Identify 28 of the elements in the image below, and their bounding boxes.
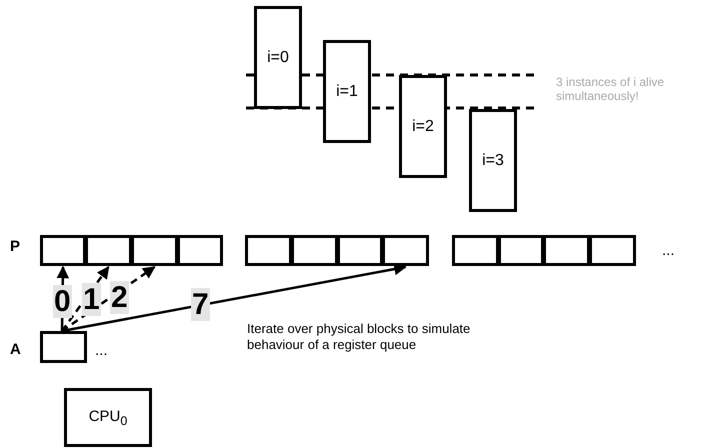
memory-cell (498, 235, 544, 266)
edge-label: 7 (191, 288, 210, 321)
memory-cell (291, 235, 338, 266)
row-label: ... (662, 242, 675, 260)
iteration-box: i=1 (323, 40, 371, 143)
edge-label: 2 (110, 281, 129, 314)
memory-cell (40, 235, 86, 266)
memory-cell (382, 235, 429, 266)
iteration-box: i=0 (254, 6, 302, 109)
edge-label: 0 (53, 285, 72, 318)
row-label: ... (95, 342, 108, 360)
iteration-box: i=2 (399, 75, 447, 178)
row-label: P (10, 238, 20, 256)
memory-cell (589, 235, 636, 266)
edge-label: 1 (82, 283, 101, 316)
memory-cell (131, 235, 178, 266)
memory-cell (337, 235, 383, 266)
memory-cell (543, 235, 590, 266)
memory-cell (40, 331, 87, 363)
row-label: A (10, 341, 21, 359)
cpu-box: CPU$_{0}$ (64, 388, 152, 447)
memory-cell (177, 235, 223, 266)
memory-cell (452, 235, 499, 266)
note-text: Iterate over physical blocks to simulate behaviour of a register queue (247, 321, 472, 352)
memory-cell (85, 235, 132, 266)
note-text: 3 instances of i alive simultaneously! (556, 75, 666, 104)
iteration-box: i=3 (469, 109, 517, 212)
memory-cell (245, 235, 292, 266)
